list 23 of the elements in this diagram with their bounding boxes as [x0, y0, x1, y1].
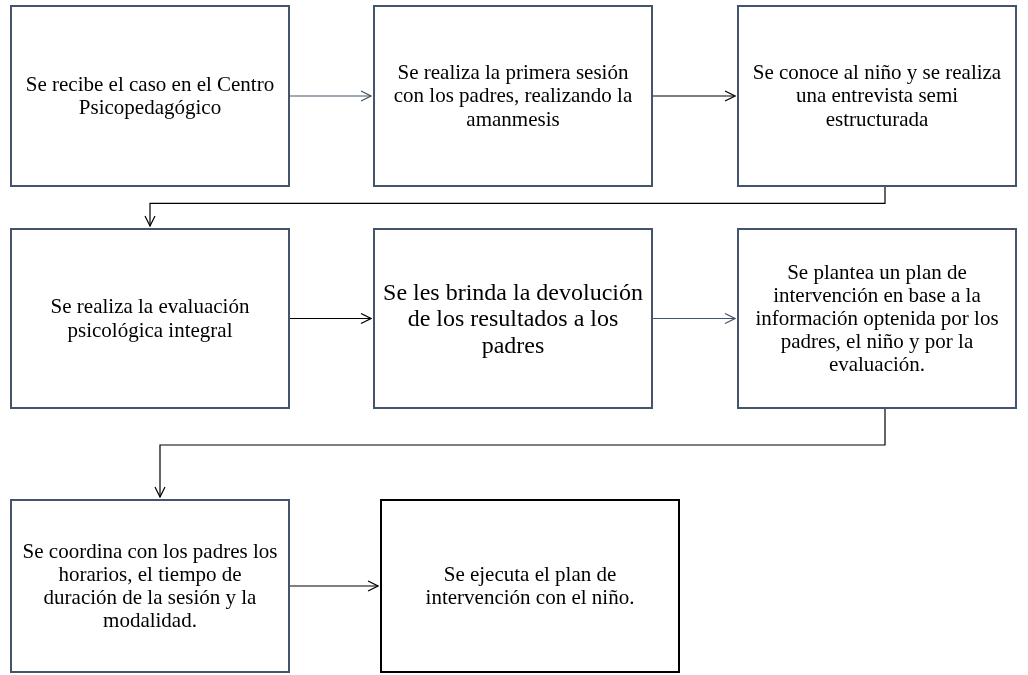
step-text: Se recibe el caso en el Centro Psicopedagógico [24, 72, 276, 120]
arrow [144, 186, 886, 227]
arrow [289, 312, 372, 325]
arrow [652, 90, 736, 102]
step-text: Se les brinda la devolución de los resultados a los padres [383, 278, 643, 359]
process-box [10, 499, 290, 673]
step-text: Se conoce al niño y se realiza una entrevista semi estructurada [751, 61, 1003, 131]
process-box [373, 228, 653, 409]
arrow [154, 408, 886, 498]
process-box [10, 5, 290, 187]
step-text: Se coordina con los padres los horarios, el tiempo de duración de la sesión y la modalidad. [21, 539, 279, 633]
process-box [737, 5, 1017, 187]
step-text: Se realiza la evaluación psicológica integral [49, 295, 251, 342]
process-box [373, 5, 653, 187]
process-box [380, 499, 680, 673]
step-text: Se ejecuta el plan de intervención con el niño. [424, 562, 636, 610]
step-text: Se realiza la primera sesión con los padres, realizando la amanmesis [392, 61, 634, 131]
arrow [289, 90, 372, 102]
process-box [737, 228, 1017, 409]
arrow [289, 580, 379, 592]
step-text: Se plantea un plan de intervención en base a la información optenida por los padres, el niño y por la evaluación. [754, 260, 1000, 377]
arrow [652, 312, 736, 325]
process-box [10, 228, 290, 409]
